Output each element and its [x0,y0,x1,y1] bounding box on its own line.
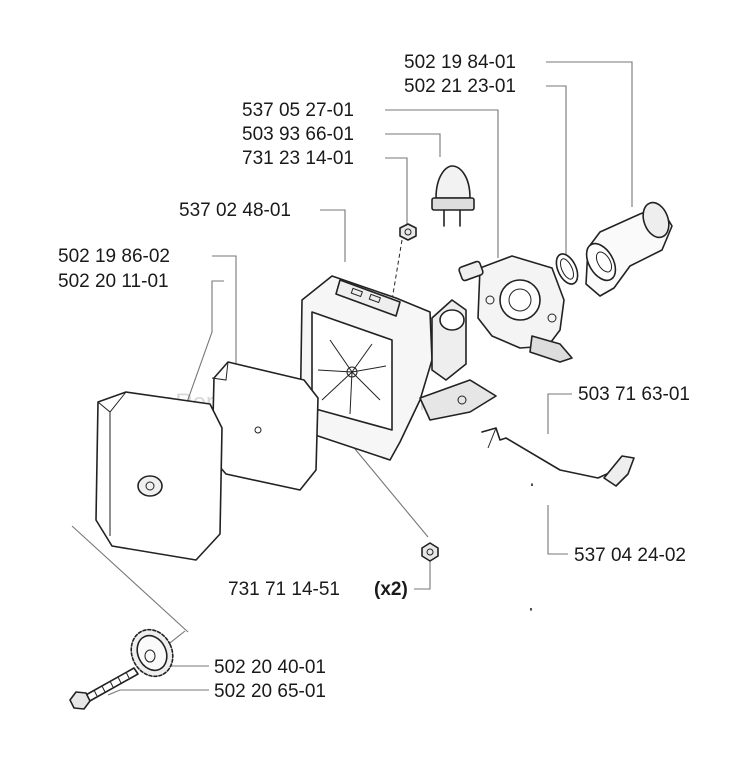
filter-knob-icon [130,628,174,678]
part-number-label: 502 19 86-02 [58,246,170,267]
part-number-label: 502 20 65-01 [214,681,326,702]
quantity-label: (x2) [374,579,408,600]
part-number-label: 502 20 11-01 [58,271,169,292]
part-number-label: 537 02 48-01 [179,200,291,221]
part-number-label: 731 23 14-01 [242,148,354,169]
part-number-label: 731 71 14-51 [228,579,340,600]
callout-labels: 502 19 84-01 502 21 23-01 537 05 27-01 5… [58,52,690,702]
part-number-label: 502 20 40-01 [214,657,326,678]
carburetor-icon [458,255,573,363]
part-number-label: 502 19 84-01 [404,52,516,73]
primer-bulb-icon [431,165,475,227]
part-number-label: 503 71 63-01 [578,384,690,405]
air-filter-housing-icon [299,275,497,461]
intake-elbow-icon [585,201,673,297]
part-number-label: 537 05 27-01 [242,100,354,121]
screw-icon [69,667,139,710]
air-filter-icon [95,391,223,561]
pre-filter-icon [211,361,319,491]
hex-nut-icon [391,223,417,301]
part-number-label: 503 93 66-01 [242,124,354,145]
part-number-label: 537 04 24-02 [574,545,686,566]
leader-lines [71,61,633,696]
part-number-label: 502 21 23-01 [404,76,516,97]
hex-nut-icon [421,542,439,562]
gasket-ring-icon [555,253,579,285]
fuel-hose-icon [527,483,534,611]
throttle-rod-icon [481,427,635,487]
